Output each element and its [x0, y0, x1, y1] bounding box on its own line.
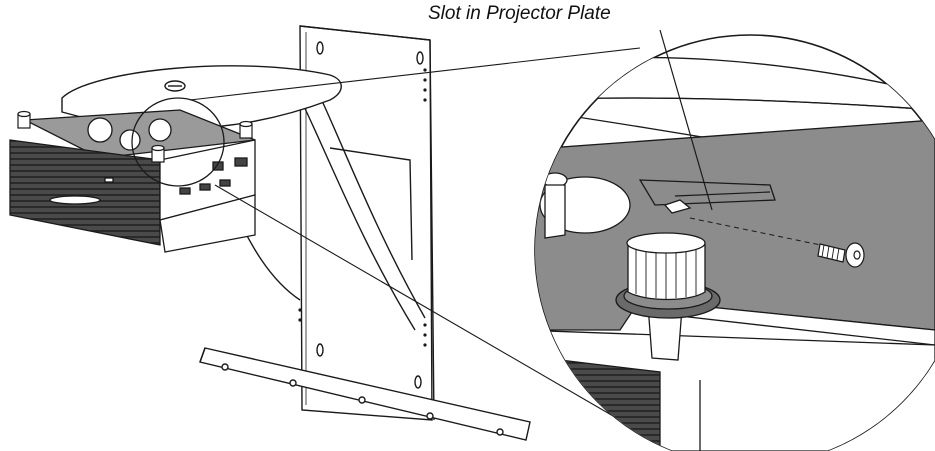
zoom-lines: [189, 47, 641, 421]
projector-body: [9, 139, 256, 253]
screw-icon: [817, 242, 865, 268]
plate-knobs: [17, 110, 253, 163]
insertion-path: [689, 217, 836, 249]
magnified-detail: [534, 34, 935, 451]
bottom-rail: [199, 347, 531, 441]
detail-marker-circle: [131, 97, 225, 187]
projector-plate: [22, 109, 256, 159]
slot-callout-label: Slot in Projector Plate: [428, 3, 611, 24]
callout-leader: [659, 29, 713, 211]
